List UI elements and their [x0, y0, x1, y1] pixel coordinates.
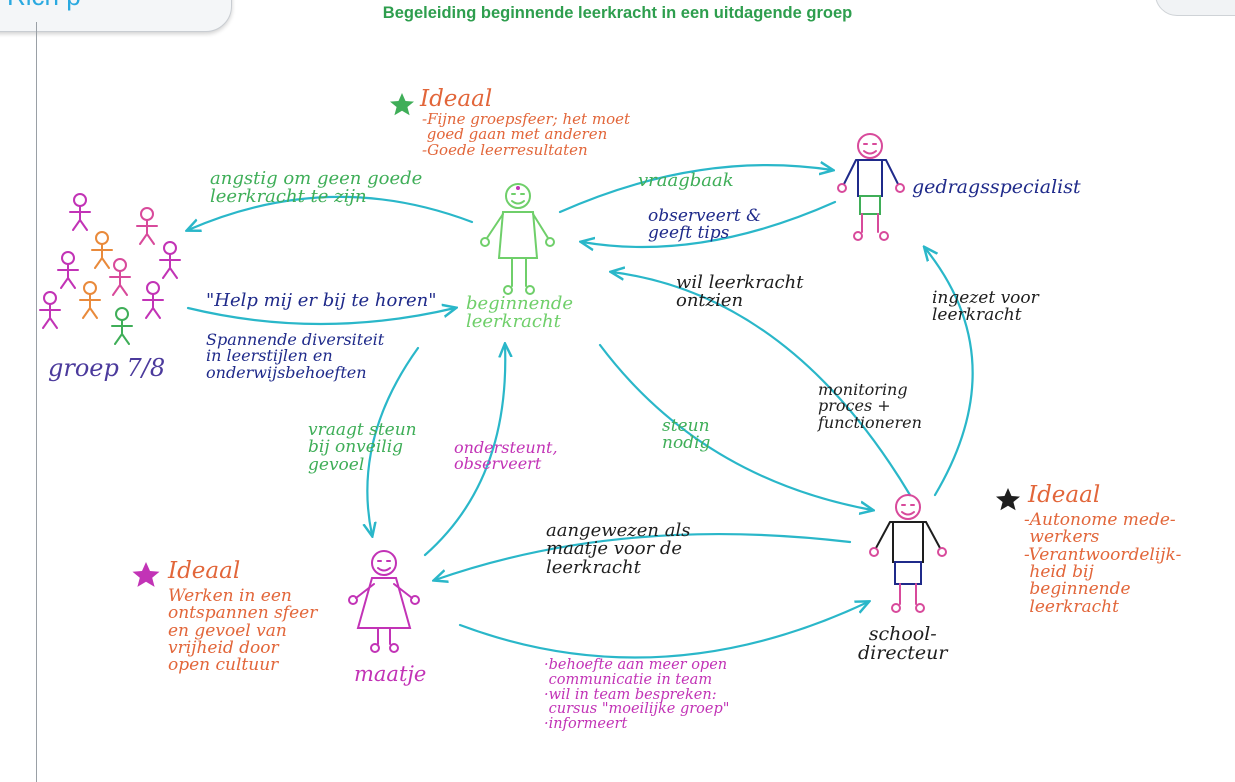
label-angstig: angstig om geen goede leerkracht te zijn [210, 168, 423, 208]
label-vraagbaak: vraagbaak [638, 170, 734, 191]
arrow-behoefte [458, 602, 868, 659]
star-icon [390, 93, 414, 116]
actor-label-beginnende: beginnende leerkracht [466, 293, 574, 333]
arrow-observeert [582, 200, 837, 247]
label-aangewezen: aangewezen als maatje voor de leerkracht [546, 520, 691, 578]
ideal-text-directeur: -Autonome mede- werkers -Verantwoordelij… [1024, 510, 1182, 617]
arrow-vraagt-steun [367, 346, 420, 535]
arrow-aangewezen [435, 532, 852, 580]
label-observeert: observeert & geeft tips [648, 206, 762, 244]
actor-label-maatje: maatje [354, 662, 427, 686]
ideal-text-maatje: Werken in een ontspannen sfeer en gevoel… [168, 586, 318, 676]
label-monitoring: monitoring proces + functioneren [818, 380, 922, 432]
label-vraagt-steun: vraagt steun bij onveilig gevoel [308, 420, 417, 475]
actor-label-directeur: school- directeur [858, 623, 948, 665]
arrow-ondersteunt [423, 345, 505, 557]
schooldirecteur-figure-icon [869, 494, 947, 613]
ideal-heading-directeur: Ideaal [1028, 482, 1101, 508]
label-ingezet: ingezet voor leerkracht [932, 288, 1039, 326]
star-icon [132, 562, 160, 587]
actor-label-gedragsspecialist: gedragsspecialist [912, 176, 1081, 198]
arrow-vraagbaak [558, 165, 832, 214]
group-crowd-icon [39, 193, 181, 345]
gedragsspecialist-figure-icon [837, 133, 905, 241]
document-tab[interactable]: Rich p [0, 0, 232, 32]
label-spannende: Spannende diversiteit in leerstijlen en … [206, 330, 385, 382]
label-steun: steun nodig [662, 416, 711, 454]
label-behoefte: ·behoefte aan meer open communicatie in … [544, 657, 730, 733]
maatje-figure-icon [348, 550, 420, 653]
arrow-ingezet [925, 248, 974, 497]
tab-label: Rich p [7, 0, 81, 12]
star-icon [996, 488, 1020, 511]
arrow-angstig [188, 195, 474, 230]
label-help: "Help mij er bij te horen" [206, 290, 437, 311]
ideal-text-leerkracht: -Fijne groepsfeer; het moet goed gaan me… [422, 110, 631, 159]
beginnende-leerkracht-figure-icon [480, 183, 555, 295]
label-ondersteunt: ondersteunt, observeert [454, 438, 558, 474]
arrow-wil-ontzien [612, 272, 912, 497]
label-wil-ontzien: wil leerkracht ontzien [676, 272, 804, 312]
arrow-steun [598, 343, 872, 510]
page-margin-line [36, 22, 37, 782]
arrow-help [186, 308, 455, 326]
ideal-heading-leerkracht: Ideaal [420, 86, 493, 112]
ideal-heading-maatje: Ideaal [168, 558, 241, 584]
diagram-title: Begeleiding beginnende leerkracht in een… [382, 4, 853, 22]
actor-label-groep: groep 7/8 [48, 354, 166, 382]
